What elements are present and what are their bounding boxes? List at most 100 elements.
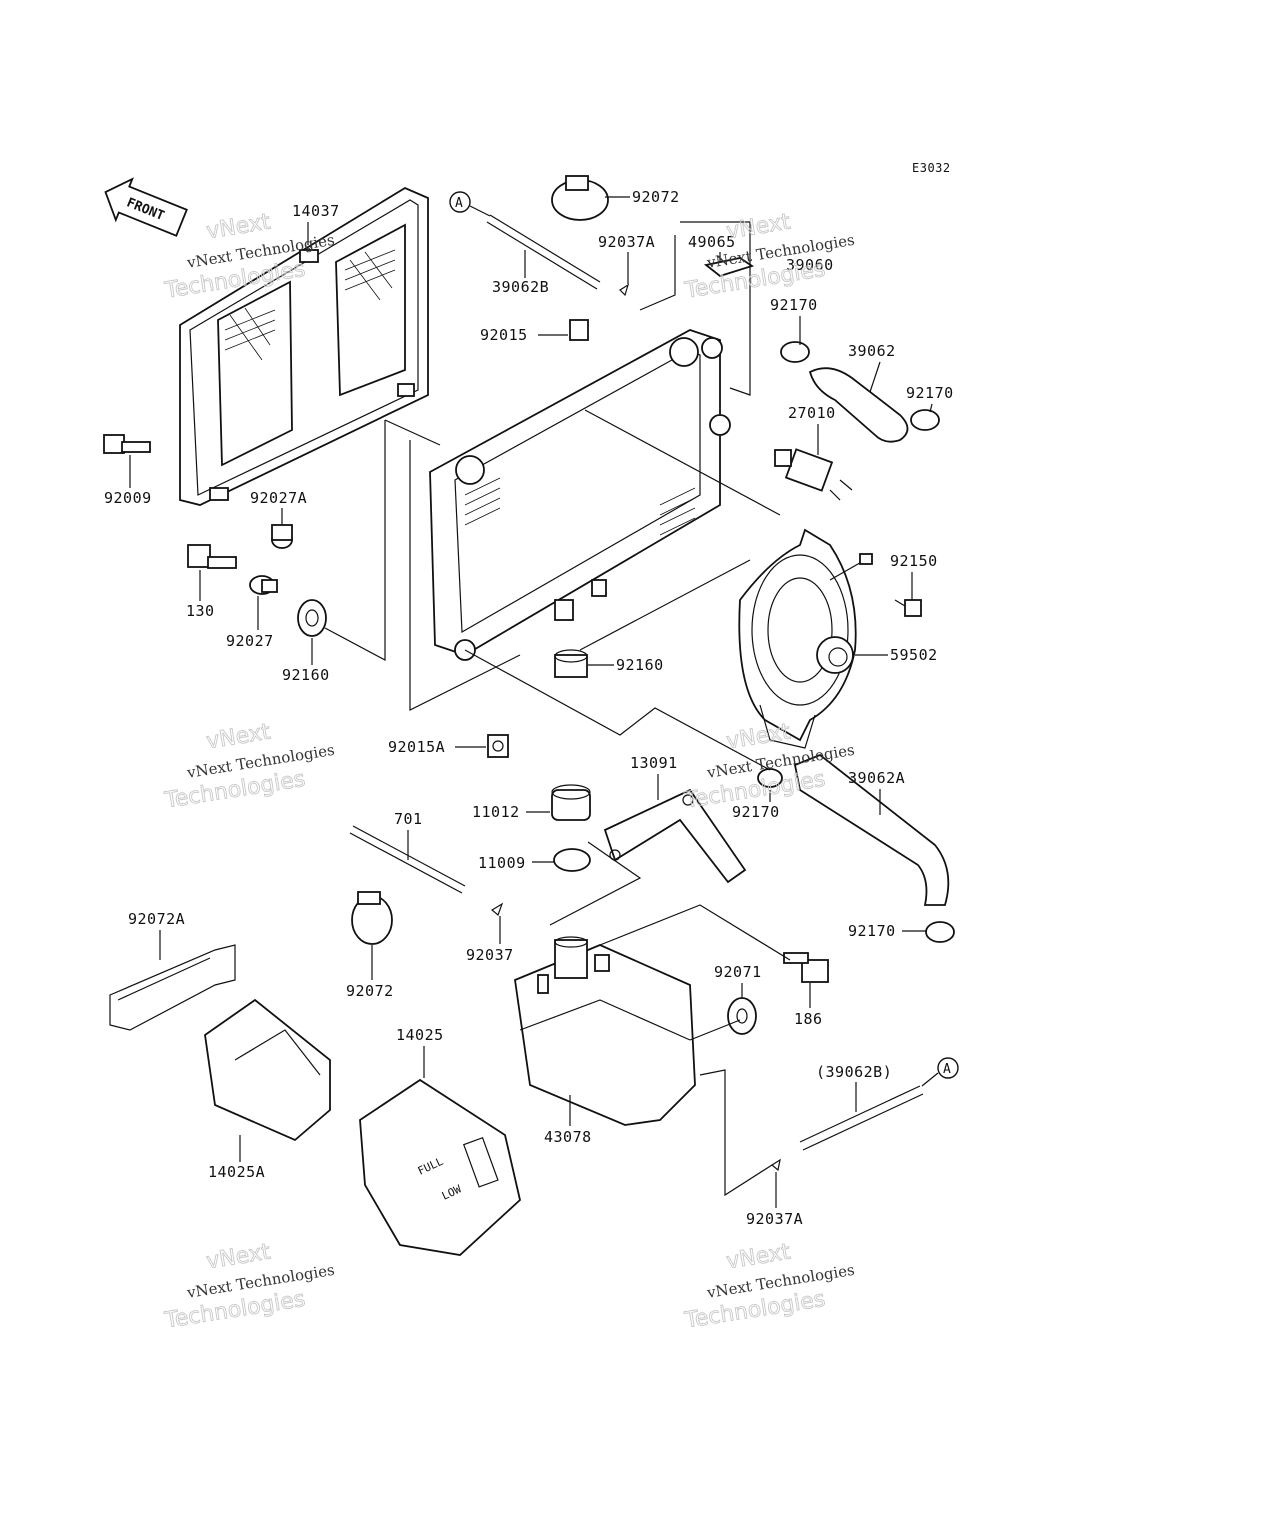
- cooling-fan: [738, 528, 873, 749]
- hose-39062B-top: [486, 214, 601, 290]
- svg-text:39060: 39060: [786, 256, 834, 274]
- hose-701: [349, 825, 466, 894]
- label-92015A: 92015A: [388, 738, 486, 756]
- grommet-92071: [727, 997, 757, 1035]
- cap-11009: [553, 848, 591, 872]
- radiator-shroud: [179, 186, 429, 506]
- svg-text:vNext: vNext: [725, 720, 793, 755]
- svg-text:92170: 92170: [906, 384, 954, 402]
- clamp-92170-d: [925, 921, 955, 943]
- svg-text:92009: 92009: [104, 489, 152, 507]
- collar-92027A: [271, 524, 293, 549]
- svg-text:92037A: 92037A: [598, 233, 655, 251]
- bolt-130: [187, 544, 237, 569]
- label-39062B-ref: (39062B): [816, 1063, 892, 1112]
- cap-11012: [551, 784, 591, 821]
- label-92160-b: 92160: [588, 656, 663, 674]
- label-130: 130: [186, 570, 214, 620]
- label-92015: 92015: [480, 326, 568, 344]
- label-92071: 92071: [714, 963, 762, 998]
- watermark-mid-left: vNext Technologies vNext Technologies: [162, 719, 336, 814]
- svg-text:92170: 92170: [848, 922, 896, 940]
- front-arrow-icon: FRONT: [104, 177, 188, 237]
- svg-text:vNext: vNext: [725, 210, 793, 245]
- svg-text:11012: 11012: [472, 803, 520, 821]
- svg-text:92027: 92027: [226, 632, 274, 650]
- bracket-92015: [569, 319, 589, 341]
- svg-text:92015: 92015: [480, 326, 528, 344]
- label-39062: 39062: [848, 342, 895, 393]
- svg-text:92072: 92072: [632, 188, 680, 206]
- label-39060: 39060: [786, 256, 834, 274]
- label-92072-bottom: 92072: [346, 945, 394, 1000]
- radiator: [429, 329, 731, 661]
- label-92150: 92150: [890, 552, 938, 600]
- label-92170-b: 92170: [906, 384, 954, 413]
- cover-14025A: [204, 998, 331, 1142]
- label-92170-a: 92170: [770, 296, 818, 345]
- label-92072-top: 92072: [605, 188, 680, 206]
- svg-text:701: 701: [394, 810, 423, 828]
- svg-text:92170: 92170: [770, 296, 818, 314]
- grommet-92160-a: [297, 599, 327, 637]
- clip-92037A-top: [619, 283, 630, 297]
- clip-92037A-bottom: [770, 1158, 781, 1172]
- svg-text:14037: 14037: [292, 202, 340, 220]
- watermark-bottom-right: vNext Technologies vNext Technologies: [682, 1239, 856, 1334]
- svg-text:43078: 43078: [544, 1128, 592, 1146]
- svg-text:92071: 92071: [714, 963, 762, 981]
- label-14037: 14037: [292, 202, 340, 245]
- label-11012: 11012: [472, 803, 550, 821]
- clamp-92170-c: [757, 768, 783, 788]
- label-92160-a: 92160: [282, 638, 330, 684]
- svg-text:92170: 92170: [732, 803, 780, 821]
- fan-switch: [774, 448, 853, 501]
- svg-text:92160: 92160: [282, 666, 330, 684]
- label-59502: 59502: [855, 646, 938, 664]
- label-186: 186: [794, 983, 823, 1028]
- collar-92027: [249, 575, 278, 595]
- cover-14025: FULL LOW: [359, 1078, 521, 1256]
- svg-text:59502: 59502: [890, 646, 938, 664]
- bracket-92072A: [109, 944, 236, 1031]
- ref-marker-a-top: A: [449, 191, 491, 217]
- bolt-92150: [894, 599, 922, 617]
- diagram-code: E3032: [912, 161, 951, 175]
- label-701: 701: [394, 810, 423, 860]
- label-27010: 27010: [788, 404, 836, 455]
- assembly-guides: [324, 221, 791, 1197]
- label-92009: 92009: [104, 455, 152, 507]
- svg-text:92037A: 92037A: [746, 1210, 803, 1228]
- svg-text:(39062B): (39062B): [816, 1063, 892, 1081]
- svg-text:vNext: vNext: [205, 210, 273, 245]
- svg-text:14025A: 14025A: [208, 1163, 265, 1181]
- grommet-92160-b: [554, 649, 588, 678]
- svg-text:186: 186: [794, 1010, 823, 1028]
- watermark-top-right: vNext Technologies vNext Technologies: [682, 209, 856, 304]
- hose-39062: [808, 367, 909, 443]
- label-92170-d: 92170: [848, 922, 926, 940]
- label-39062B: 39062B: [492, 250, 549, 296]
- label-13091: 13091: [630, 754, 678, 800]
- bracket-92015A: [487, 734, 509, 758]
- label-14025A: 14025A: [208, 1135, 265, 1181]
- svg-text:49065: 49065: [688, 233, 736, 251]
- svg-text:27010: 27010: [788, 404, 836, 422]
- svg-text:92150: 92150: [890, 552, 938, 570]
- reserve-tank: [514, 936, 696, 1126]
- svg-text:92072: 92072: [346, 982, 394, 1000]
- svg-text:92037: 92037: [466, 946, 514, 964]
- label-43078: 43078: [544, 1095, 592, 1146]
- bolt-186: [783, 952, 829, 983]
- svg-text:vNext: vNext: [205, 720, 273, 755]
- watermark-bottom-left: vNext Technologies vNext Technologies: [162, 1239, 336, 1334]
- svg-text:13091: 13091: [630, 754, 678, 772]
- hose-39062B-bottom: [799, 1085, 924, 1151]
- pad-49065: [703, 257, 755, 278]
- label-39062A: 39062A: [848, 769, 905, 815]
- svg-text:A: A: [943, 1062, 951, 1077]
- label-92037A-bottom: 92037A: [746, 1172, 803, 1228]
- bolt-92009: [103, 434, 151, 454]
- label-11009: 11009: [478, 854, 554, 872]
- clamp-92072-bottom: [351, 891, 393, 945]
